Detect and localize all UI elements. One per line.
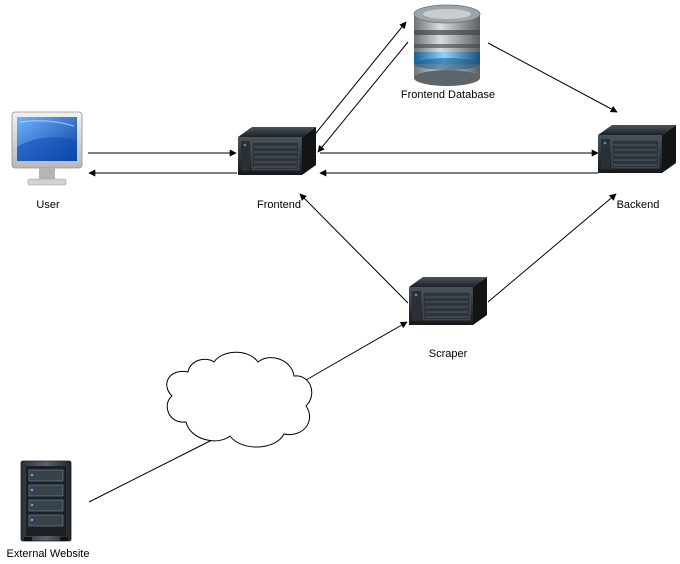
external-website-label: External Website bbox=[6, 548, 90, 560]
edge-scraper-to-frontend bbox=[299, 193, 409, 304]
server-rack-icon bbox=[20, 460, 72, 542]
edge-database-to-backend bbox=[487, 42, 618, 113]
user-label: User bbox=[36, 199, 60, 211]
database-icon bbox=[413, 4, 481, 86]
scraper-server-icon bbox=[408, 276, 488, 326]
cloud-icon bbox=[166, 351, 313, 448]
frontend-label: Frontend bbox=[256, 199, 302, 211]
scraper-label: Scraper bbox=[428, 348, 468, 360]
monitor-icon bbox=[11, 111, 83, 186]
backend-server-icon bbox=[597, 124, 677, 174]
edge-scraper-to-backend bbox=[487, 193, 617, 303]
frontend-server-icon bbox=[237, 126, 317, 176]
edge-cloud-to-scraper bbox=[305, 321, 408, 381]
edge-frontend-to-database bbox=[315, 21, 407, 134]
edges bbox=[88, 21, 618, 503]
frontend-database-label: Frontend Database bbox=[400, 89, 496, 101]
edge-database-to-frontend bbox=[317, 41, 409, 153]
backend-label: Backend bbox=[616, 199, 660, 211]
edge-external-to-cloud bbox=[88, 437, 217, 503]
